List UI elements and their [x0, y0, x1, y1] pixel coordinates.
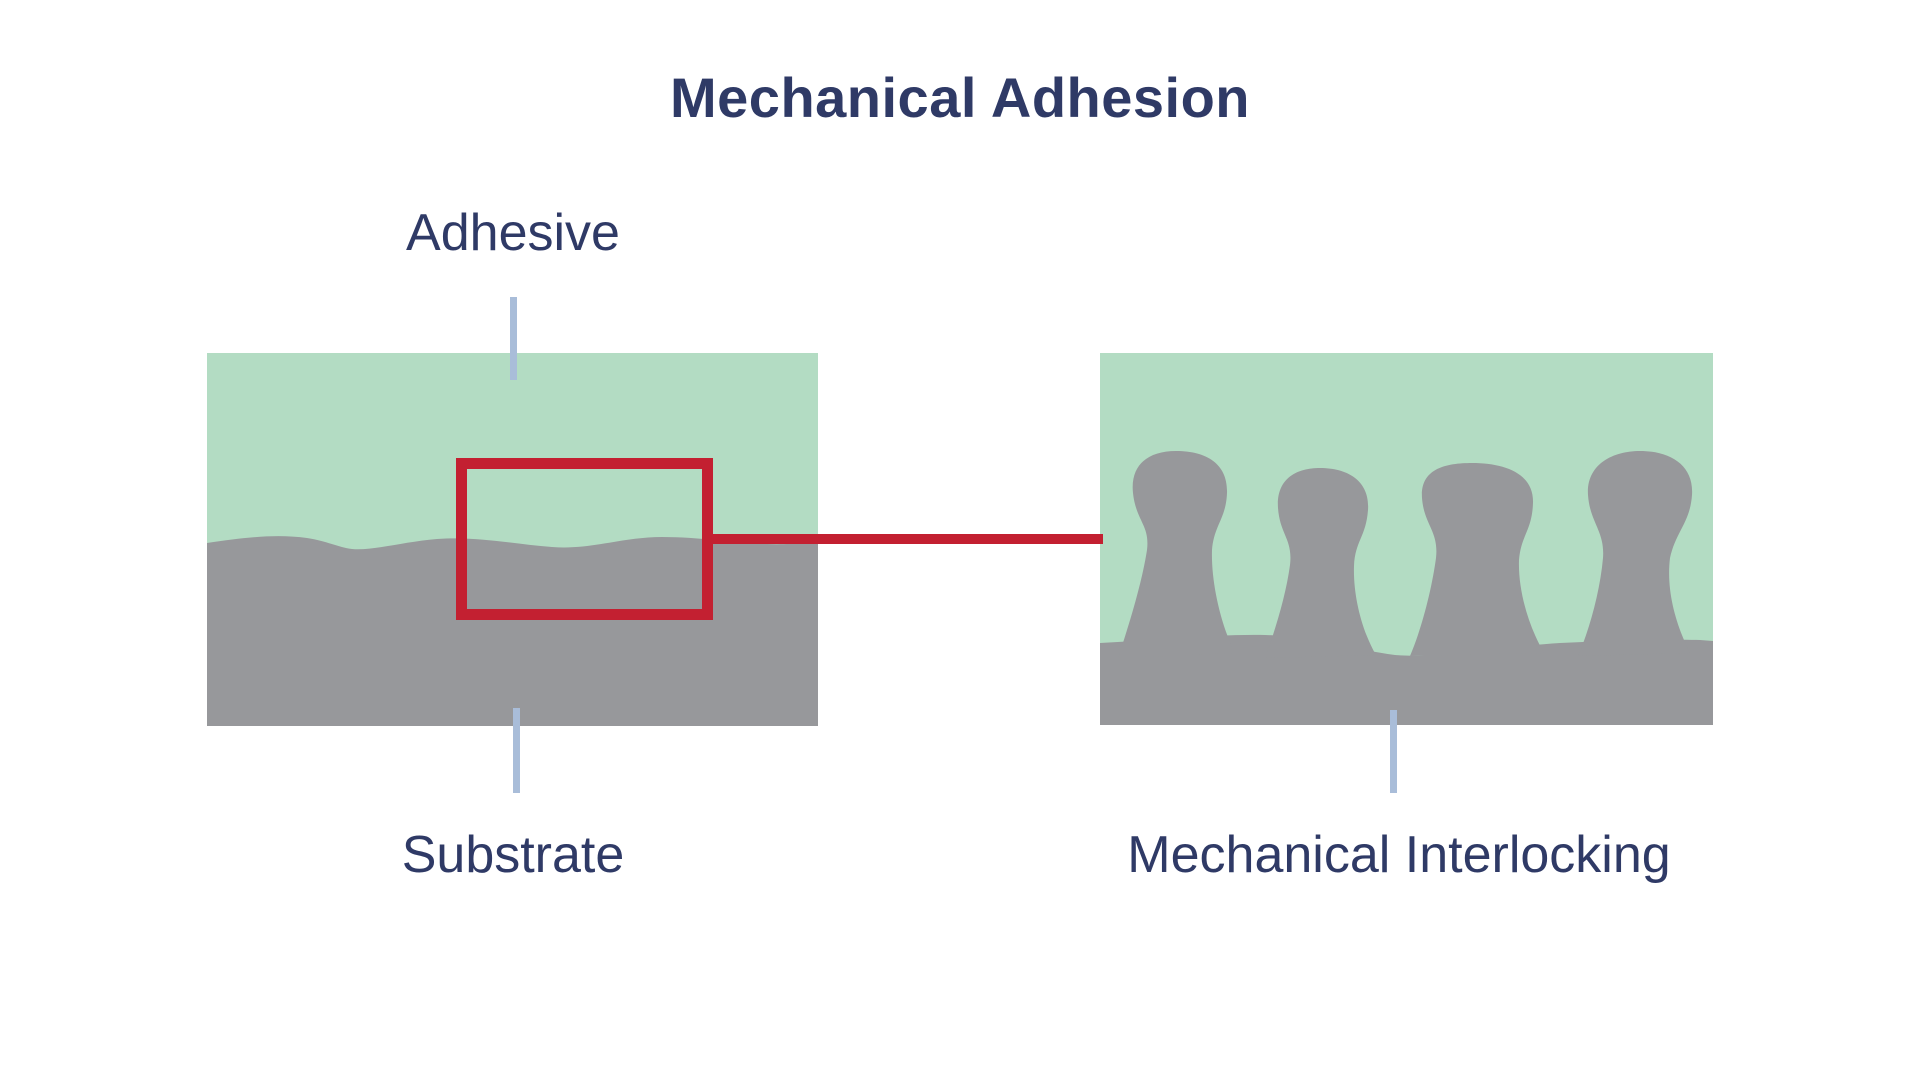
- adhesive-label: Adhesive: [406, 204, 620, 262]
- zoom-connector-line: [702, 534, 1103, 544]
- interlocking-base-shape: [1100, 634, 1713, 725]
- interlocking-label: Mechanical Interlocking: [1127, 826, 1671, 884]
- adhesive-pointer-line: [510, 297, 517, 380]
- diagram-title: Mechanical Adhesion: [670, 66, 1250, 129]
- interlocking-finger-2: [1265, 468, 1376, 658]
- interlocking-panel: [1100, 353, 1713, 725]
- zoom-highlight-box: [456, 458, 713, 620]
- interlocking-finger-3: [1410, 463, 1544, 656]
- substrate-pointer-line: [513, 708, 520, 793]
- substrate-label: Substrate: [401, 826, 625, 884]
- interlocking-finger-4: [1578, 451, 1693, 656]
- interlocking-finger-1: [1118, 451, 1235, 658]
- substrate-layer-shape: [207, 536, 818, 726]
- interlocking-pointer-line: [1390, 710, 1397, 793]
